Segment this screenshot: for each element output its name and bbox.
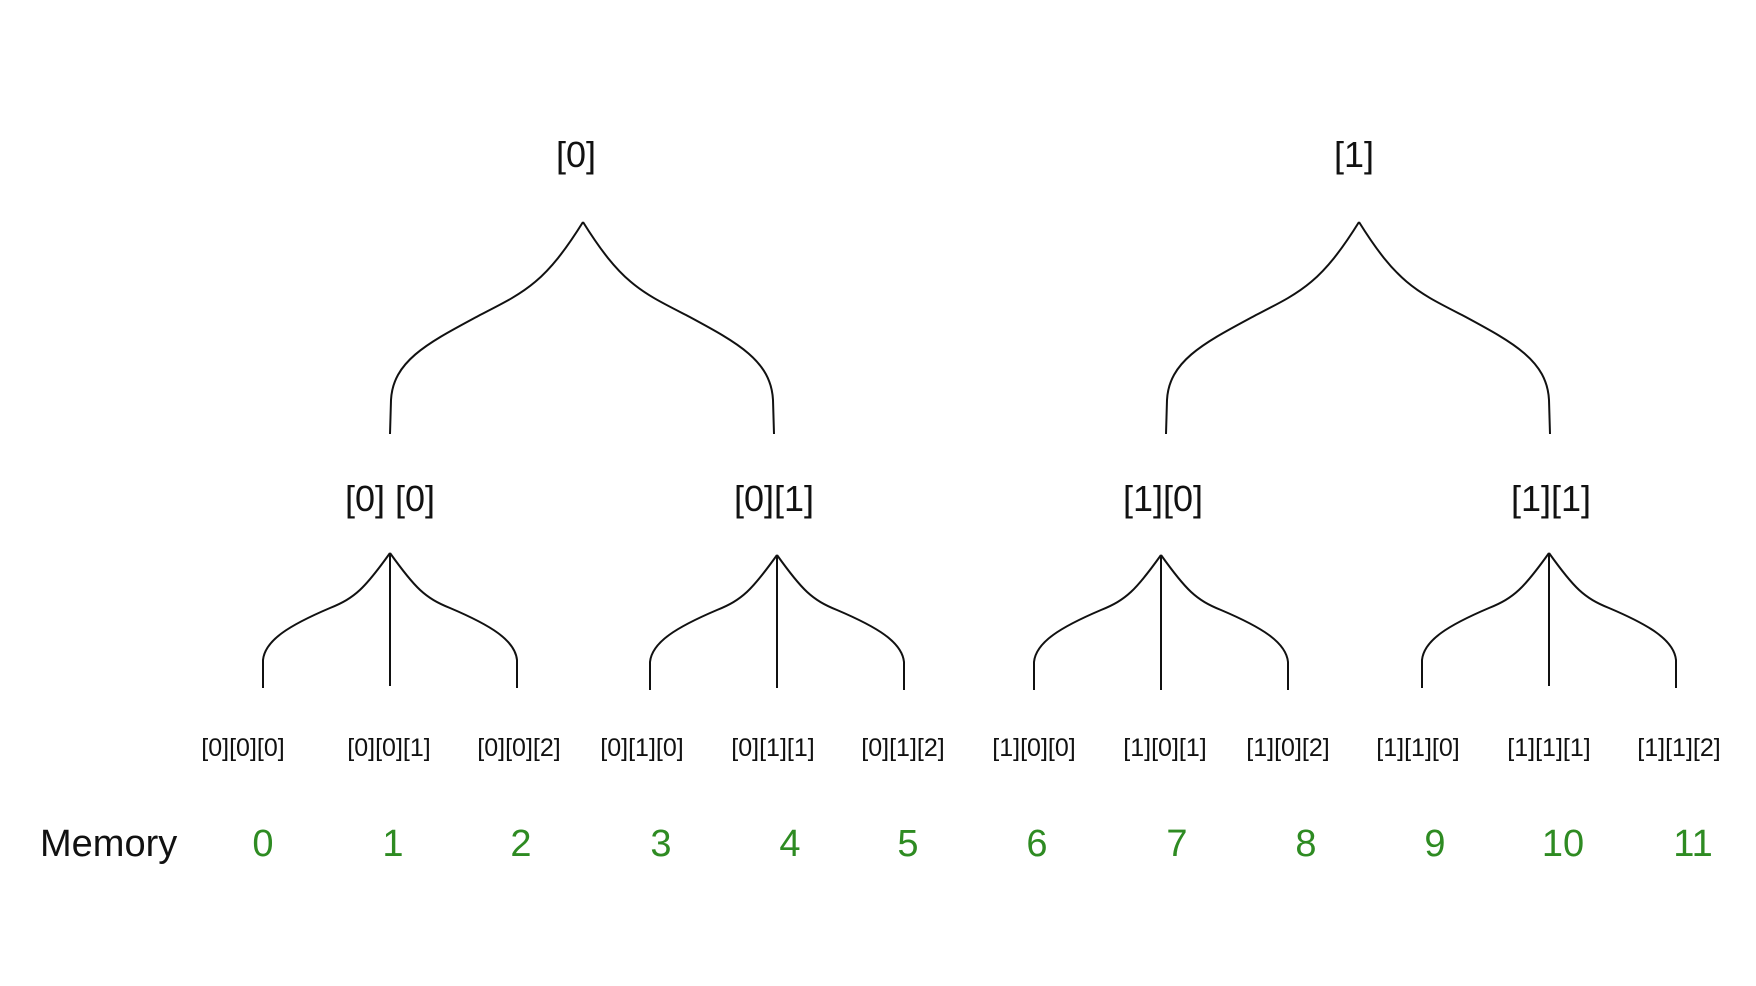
level3-label-3: [0][1][0] xyxy=(600,734,683,762)
level1-label-0: [0] xyxy=(556,134,596,175)
level3-label-5: [0][1][2] xyxy=(861,734,944,762)
memory-value-3: 3 xyxy=(650,823,671,865)
memory-value-1: 1 xyxy=(382,823,403,865)
branch-1-right xyxy=(1358,221,1551,435)
branch-00-right xyxy=(389,552,518,688)
level3-label-8: [1][0][2] xyxy=(1246,734,1329,762)
level2-label-0: [0] [0] xyxy=(345,478,435,519)
level3-label-1: [0][0][1] xyxy=(347,734,430,762)
memory-value-11: 11 xyxy=(1673,823,1712,865)
memory-value-4: 4 xyxy=(779,823,800,865)
branch-10-left xyxy=(1033,554,1162,690)
branch-11-right xyxy=(1548,552,1677,688)
branch-group-01 xyxy=(649,554,905,690)
level3-label-6: [1][0][0] xyxy=(992,734,1075,762)
branch-11-left xyxy=(1421,552,1550,688)
level3-label-2: [0][0][2] xyxy=(477,734,560,762)
level2-label-2: [1][0] xyxy=(1123,478,1203,519)
branch-group-00 xyxy=(262,552,518,688)
branch-01-right xyxy=(776,554,905,690)
branch-0-right xyxy=(582,221,775,435)
level3-label-0: [0][0][0] xyxy=(201,734,284,762)
memory-value-6: 6 xyxy=(1026,823,1047,865)
level2-label-3: [1][1] xyxy=(1511,478,1591,519)
level1-label-1: [1] xyxy=(1334,134,1374,175)
branch-0-left xyxy=(389,221,584,435)
memory-value-5: 5 xyxy=(897,823,918,865)
memory-value-2: 2 xyxy=(510,823,531,865)
memory-value-8: 8 xyxy=(1295,823,1316,865)
level3-label-4: [0][1][1] xyxy=(731,734,814,762)
branch-group-10 xyxy=(1033,554,1289,690)
level3-label-10: [1][1][1] xyxy=(1507,734,1590,762)
level3-label-9: [1][1][0] xyxy=(1376,734,1459,762)
memory-value-10: 10 xyxy=(1542,823,1584,865)
level2-label-1: [0][1] xyxy=(734,478,814,519)
level3-label-11: [1][1][2] xyxy=(1637,734,1720,762)
memory-value-9: 9 xyxy=(1424,823,1445,865)
branch-10-right xyxy=(1160,554,1289,690)
level3-label-7: [1][0][1] xyxy=(1123,734,1206,762)
branch-group-11 xyxy=(1421,552,1677,688)
memory-title: Memory xyxy=(40,823,177,865)
branch-01-left xyxy=(649,554,778,690)
memory-value-0: 0 xyxy=(252,823,273,865)
branch-1-left xyxy=(1165,221,1360,435)
branch-00-left xyxy=(262,552,391,688)
memory-value-7: 7 xyxy=(1166,823,1187,865)
